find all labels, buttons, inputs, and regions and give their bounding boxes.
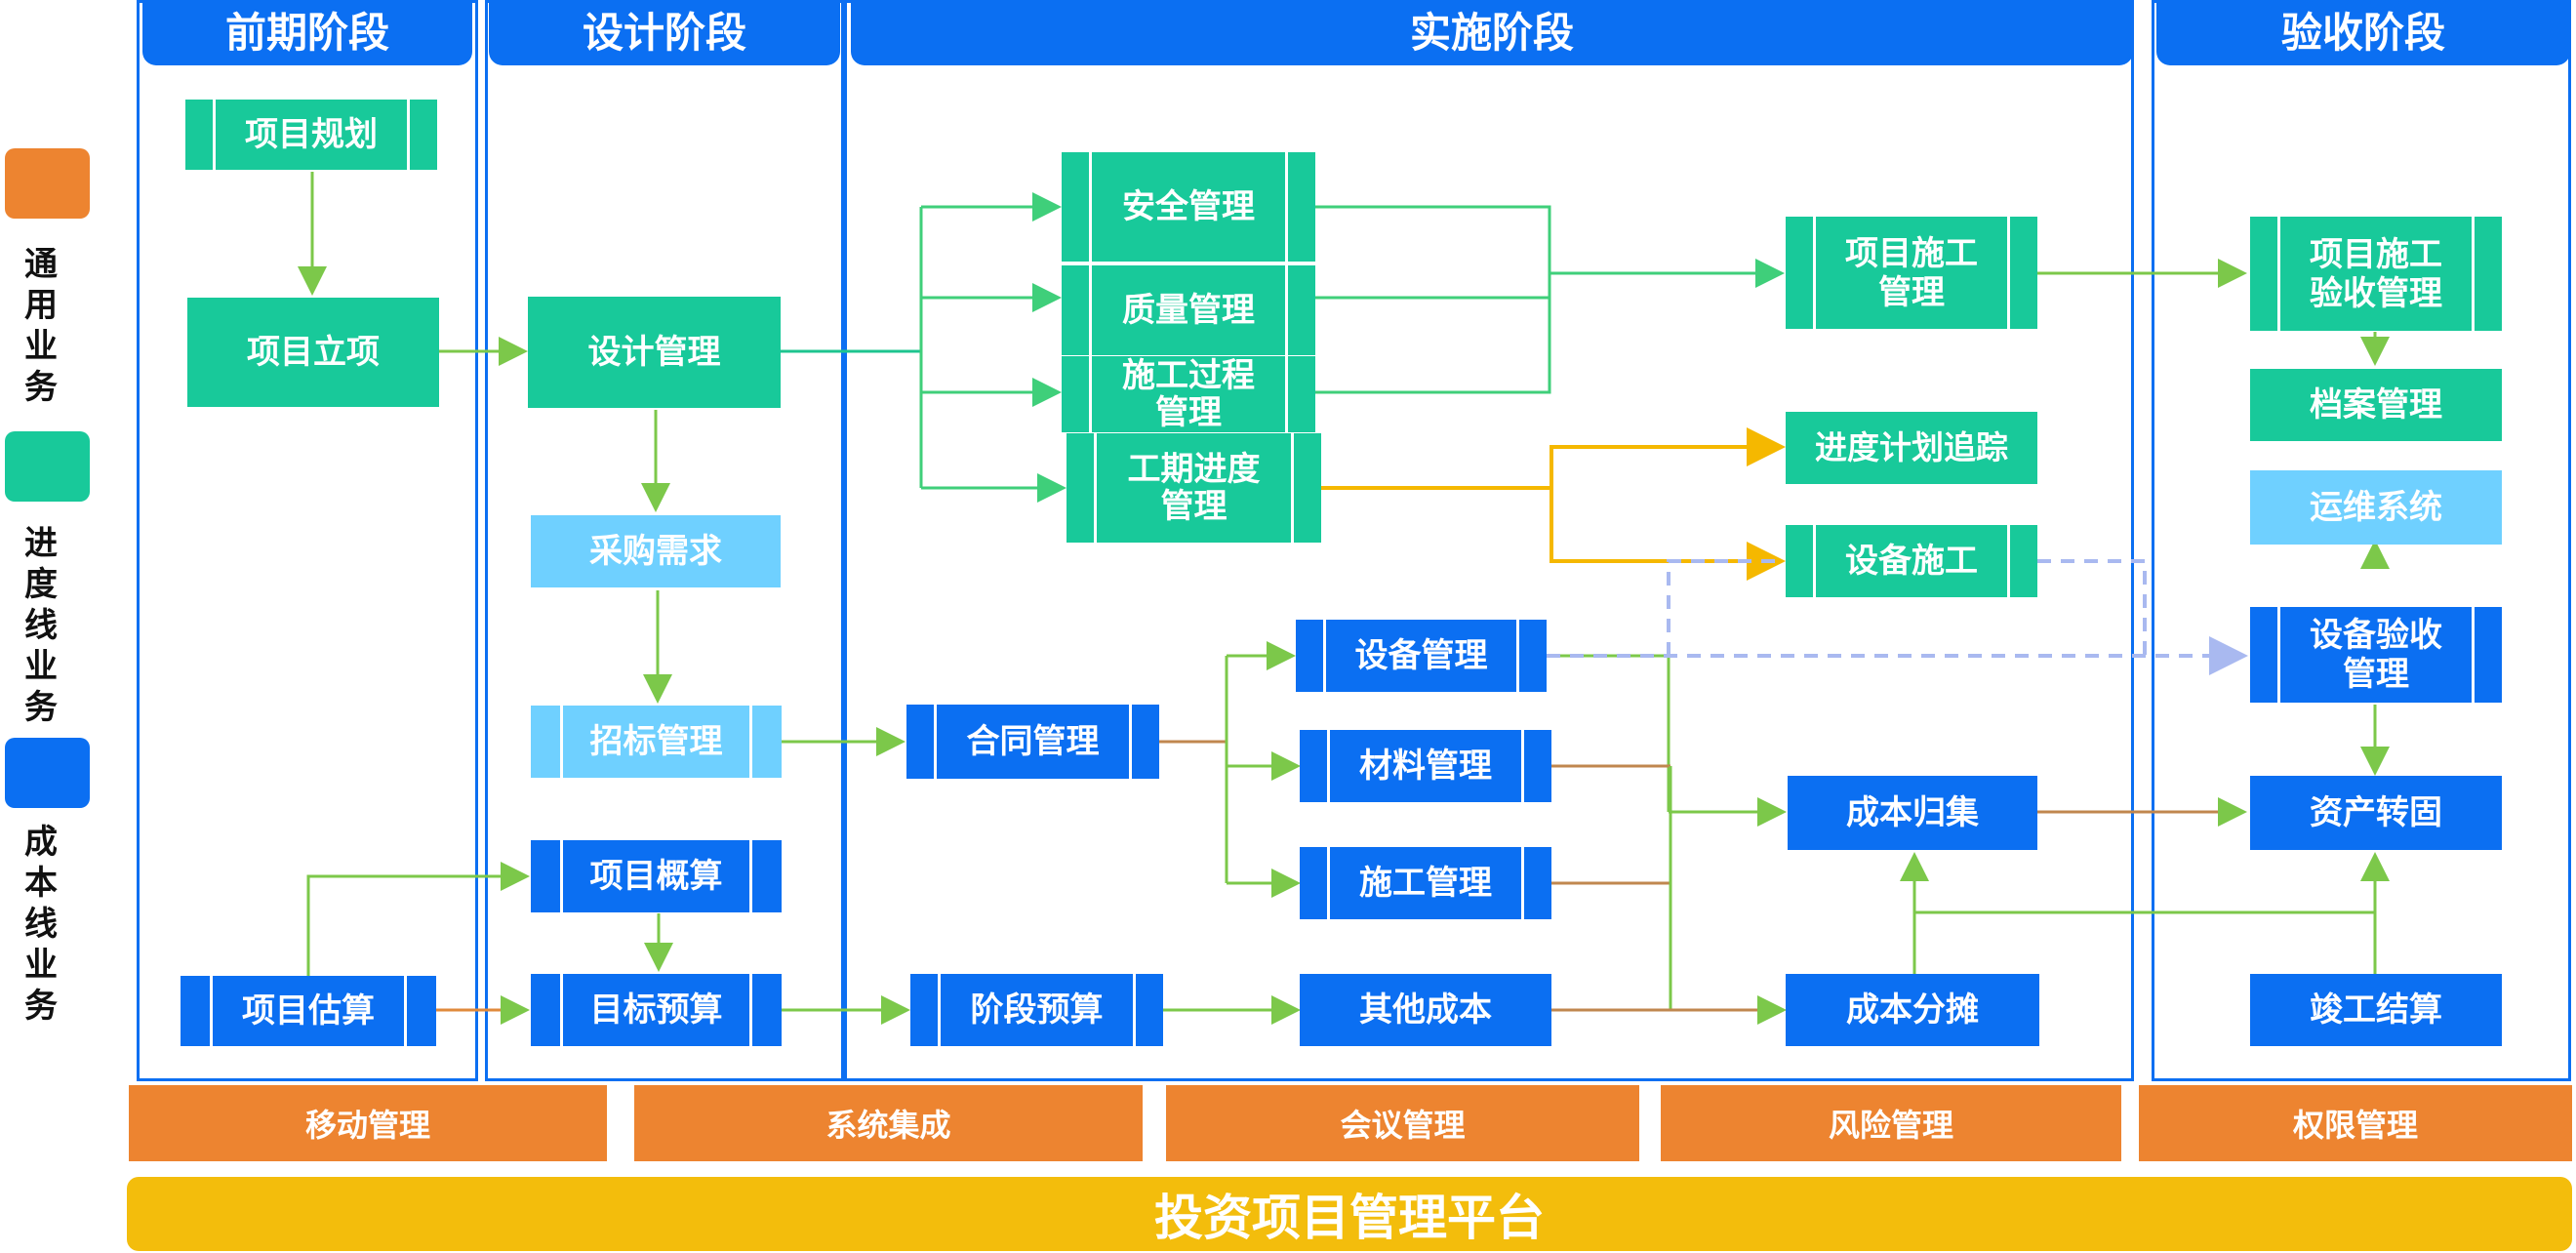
node-schedule-progress-management[interactable]: 工期进度管理 — [1067, 433, 1321, 543]
node-material-management[interactable]: 材料管理 — [1300, 730, 1551, 802]
legend-general-swatch — [5, 148, 90, 219]
node-cost-allocation[interactable]: 成本分摊 — [1786, 974, 2039, 1046]
legend-cost-label: 成本线业务 — [24, 823, 58, 1026]
phase-early-title: 前期阶段 — [142, 0, 472, 65]
node-schedule-plan-tracking[interactable]: 进度计划追踪 — [1786, 412, 2037, 484]
node-equipment-construction[interactable]: 设备施工 — [1786, 525, 2037, 597]
node-cost-collection[interactable]: 成本归集 — [1788, 776, 2037, 850]
node-target-budget[interactable]: 目标预算 — [531, 974, 782, 1046]
bottom-item-risk[interactable]: 风险管理 — [1661, 1085, 2121, 1161]
bottom-item-meeting[interactable]: 会议管理 — [1166, 1085, 1639, 1161]
bottom-item-mobile[interactable]: 移动管理 — [129, 1085, 607, 1161]
node-equipment-acceptance-management[interactable]: 设备验收管理 — [2250, 607, 2502, 703]
node-asset-transfer[interactable]: 资产转固 — [2250, 776, 2502, 850]
node-project-budget-estimate[interactable]: 项目概算 — [531, 840, 782, 912]
bottom-item-integration[interactable]: 系统集成 — [634, 1085, 1143, 1161]
node-project-planning[interactable]: 项目规划 — [185, 100, 437, 170]
arrow-estimate-budgetestimate — [306, 862, 530, 976]
bottom-item-permission[interactable]: 权限管理 — [2139, 1085, 2572, 1161]
node-contract-management[interactable]: 合同管理 — [906, 705, 1159, 779]
legend-progress-label: 进度线业务 — [24, 524, 58, 727]
node-equipment-management[interactable]: 设备管理 — [1296, 620, 1547, 692]
platform-banner: 投资项目管理平台 — [127, 1177, 2572, 1251]
node-construction-management[interactable]: 施工管理 — [1300, 847, 1551, 919]
legend-cost-swatch — [5, 738, 90, 808]
node-om-system[interactable]: 运维系统 — [2250, 470, 2502, 545]
node-quality-management[interactable]: 质量管理 — [1062, 265, 1315, 355]
phase-design-title: 设计阶段 — [489, 0, 840, 65]
legend-progress-swatch — [5, 431, 90, 502]
legend-general-label: 通用业务 — [24, 245, 58, 407]
phase-implement-title: 实施阶段 — [851, 0, 2133, 65]
node-other-costs[interactable]: 其他成本 — [1300, 974, 1551, 1046]
node-safety-management[interactable]: 安全管理 — [1062, 152, 1315, 262]
arrow-schedule-equipment-construction — [1550, 488, 1786, 581]
node-design-management[interactable]: 设计管理 — [528, 297, 781, 408]
node-project-construction-management[interactable]: 项目施工管理 — [1786, 217, 2037, 329]
node-project-estimate[interactable]: 项目估算 — [181, 976, 436, 1046]
node-bidding-management[interactable]: 招标管理 — [531, 706, 782, 778]
arrow-schedule-tracking — [1321, 427, 1786, 490]
phase-acceptance-title: 验收阶段 — [2156, 0, 2570, 65]
node-construction-acceptance-management[interactable]: 项目施工验收管理 — [2250, 217, 2502, 331]
node-stage-budget[interactable]: 阶段预算 — [910, 974, 1163, 1046]
node-procurement-demand[interactable]: 采购需求 — [531, 515, 781, 587]
node-construction-process-management[interactable]: 施工过程管理 — [1062, 356, 1315, 432]
node-project-approval[interactable]: 项目立项 — [187, 298, 439, 407]
node-archive-management[interactable]: 档案管理 — [2250, 369, 2502, 441]
node-completion-settlement[interactable]: 竣工结算 — [2250, 974, 2502, 1046]
